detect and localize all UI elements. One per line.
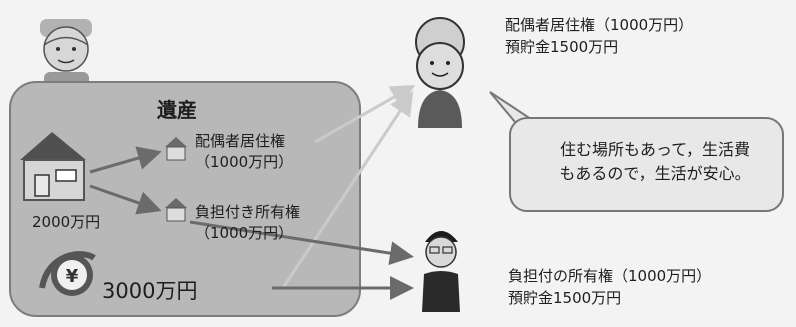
spouse-info-line-2: 預貯金1500万円 bbox=[505, 38, 619, 56]
cash-value: 3000万円 bbox=[102, 279, 198, 303]
spouse-info: 配偶者居住権（1000万円） 預貯金1500万円 bbox=[505, 14, 693, 58]
arrow-ownership-to-child bbox=[189, 220, 414, 266]
yen-coin-icon: ¥ bbox=[39, 251, 96, 296]
speech-bubble bbox=[509, 117, 784, 212]
child-info-line-1: 負担付の所有権（1000万円） bbox=[508, 267, 712, 285]
house-icon bbox=[20, 132, 86, 201]
arrow-house-to-ownership bbox=[89, 184, 162, 215]
small-house-icon bbox=[165, 198, 187, 222]
spouse-info-line-1: 配偶者居住権（1000万円） bbox=[505, 16, 694, 34]
grandmother-icon bbox=[415, 17, 465, 128]
house-value: 2000万円 bbox=[32, 213, 101, 231]
svg-text:¥: ¥ bbox=[66, 266, 79, 287]
arrow-cash-to-spouse bbox=[281, 90, 414, 289]
speech-line-2: もあるので，生活が安心。 bbox=[559, 164, 751, 183]
man-icon bbox=[422, 231, 460, 312]
estate-title: 遺産 bbox=[157, 98, 197, 122]
spouse-residence-label: 配偶者居住権 （1000万円） bbox=[195, 131, 293, 173]
spouse-residence-name: 配偶者居住権 bbox=[195, 132, 286, 150]
burdened-ownership-name: 負担付き所有権 bbox=[195, 203, 301, 221]
child-info: 負担付の所有権（1000万円） 預貯金1500万円 bbox=[508, 265, 711, 309]
speech-line-1: 住む場所もあって，生活費 bbox=[559, 140, 751, 159]
burdened-ownership-value: （1000万円） bbox=[195, 224, 294, 242]
child-info-line-2: 預貯金1500万円 bbox=[508, 289, 622, 307]
arrow-house-to-residence bbox=[89, 146, 162, 174]
bubble-tail-mask bbox=[520, 125, 540, 141]
speech-bubble-text: 住む場所もあって，生活費 もあるので，生活が安心。 bbox=[530, 138, 780, 186]
spouse-residence-value: （1000万円） bbox=[195, 153, 294, 171]
burdened-ownership-label: 負担付き所有権 （1000万円） bbox=[195, 202, 300, 244]
estate-box bbox=[9, 81, 361, 317]
small-house-icon bbox=[165, 137, 187, 161]
